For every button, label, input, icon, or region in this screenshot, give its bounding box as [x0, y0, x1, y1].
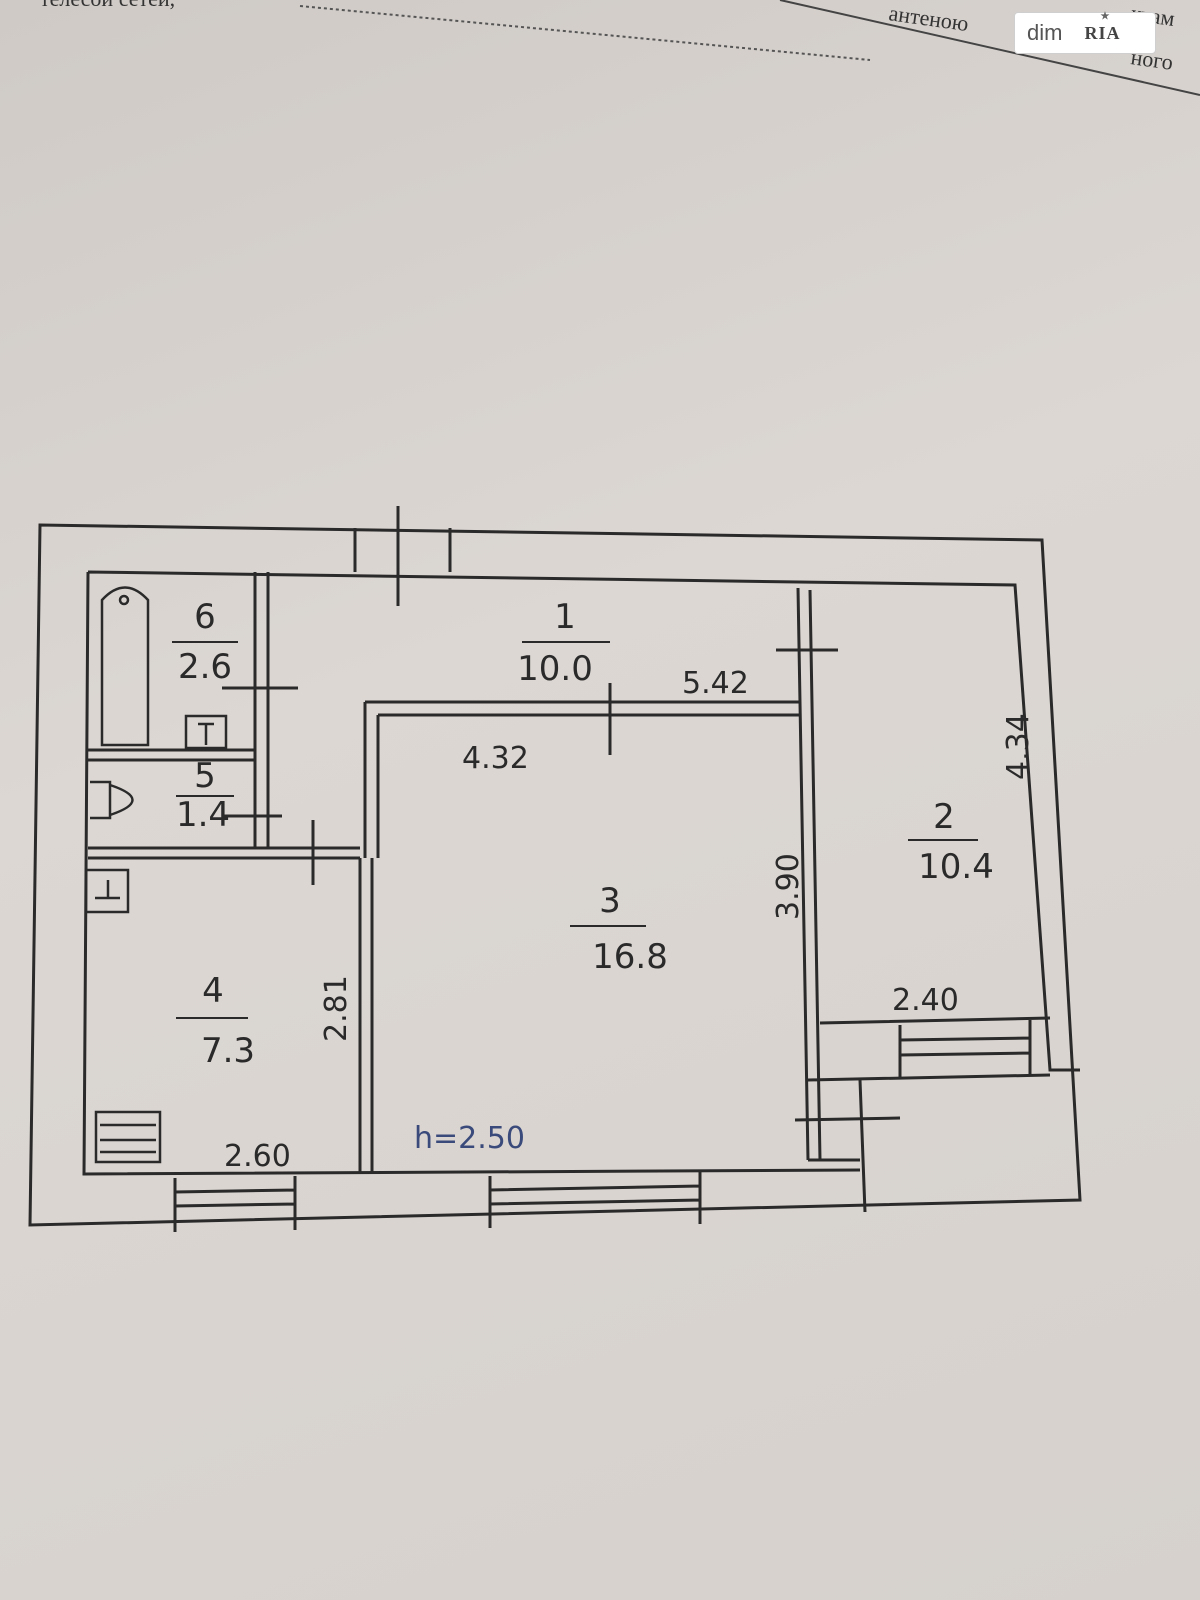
- svg-text:10.0: 10.0: [517, 649, 593, 689]
- balcony-partition: [808, 1079, 867, 1213]
- dim-room2-width: 2.40: [892, 983, 959, 1018]
- header-line-left: телесой сетей,: [40, 0, 175, 11]
- svg-text:3: 3: [599, 881, 621, 921]
- room3-window: [488, 1172, 702, 1228]
- watermark-logo-mark: RIA: [1084, 11, 1120, 44]
- bath-sink: [184, 714, 228, 750]
- balcony-door-mark: [794, 1116, 901, 1122]
- bath-toilet-partition: [88, 748, 255, 762]
- room2-window: [898, 1020, 1032, 1078]
- svg-text:5: 5: [194, 756, 216, 796]
- room-3-label: 3 16.8: [570, 881, 668, 977]
- svg-text:2: 2: [933, 797, 955, 837]
- room-4-label: 4 7.3: [176, 971, 255, 1071]
- fixtures: [84, 586, 228, 1164]
- room-2-label: 2 10.4: [908, 797, 994, 887]
- bathtub-drain: [118, 594, 130, 606]
- header-rule: [779, 0, 1200, 96]
- room-1-label: 1 10.0: [517, 597, 610, 689]
- dim-room2-depth: 4.34: [1001, 713, 1036, 780]
- svg-text:2.6: 2.6: [178, 647, 232, 687]
- svg-text:1.4: 1.4: [176, 795, 230, 835]
- toilet-kitchen-partition: [88, 846, 360, 860]
- svg-text:6: 6: [194, 597, 216, 637]
- stove-burners: [100, 1123, 156, 1154]
- svg-text:16.8: 16.8: [592, 937, 668, 977]
- watermark-logo-text: dim: [1027, 20, 1063, 45]
- kitchen-window: [173, 1176, 297, 1232]
- stove: [94, 1110, 162, 1164]
- dim-room3-width: 4.32: [462, 741, 529, 776]
- svg-text:10.4: 10.4: [918, 847, 994, 887]
- entrance-opening: [353, 528, 452, 572]
- bath-partition: [253, 572, 270, 848]
- svg-text:4: 4: [202, 971, 224, 1011]
- corridor-room3-partition: [363, 700, 800, 858]
- kitchen-sink-tap: [95, 880, 120, 900]
- room2-partition: [796, 587, 1051, 1161]
- dim-corridor-length: 5.42: [682, 666, 749, 701]
- svg-text:7.3: 7.3: [201, 1031, 255, 1071]
- header-dotted-line: [299, 5, 871, 61]
- bathtub: [100, 586, 150, 747]
- dim-room4-depth: 2.81: [319, 975, 354, 1042]
- header-line-right: антеною: [887, 0, 970, 36]
- ceiling-height: h=2.50: [414, 1121, 525, 1156]
- room-6-label: 6 2.6: [172, 597, 238, 687]
- walls: [28, 506, 1082, 1232]
- toilet: [90, 780, 134, 820]
- svg-text:1: 1: [554, 597, 576, 637]
- kitchen-sink: [84, 868, 130, 914]
- inner-wall: [82, 570, 1080, 1176]
- room-labels: 6 2.6 5 1.4 1 10.0 2 10.4 3: [172, 597, 994, 1071]
- outer-wall: [28, 523, 1082, 1227]
- bath-sink-tap: [198, 722, 214, 745]
- dimension-labels: 5.42 4.32 3.90 4.34 2.40 2.81 2.60 h=2.5…: [224, 666, 1036, 1174]
- dim-room3-depth: 3.90: [771, 853, 806, 920]
- dim-room4-width: 2.60: [224, 1139, 291, 1174]
- kitchen-room3-partition: [358, 858, 374, 1172]
- dimria-watermark: dim RIA: [1014, 11, 1156, 54]
- room-5-label: 5 1.4: [176, 756, 234, 835]
